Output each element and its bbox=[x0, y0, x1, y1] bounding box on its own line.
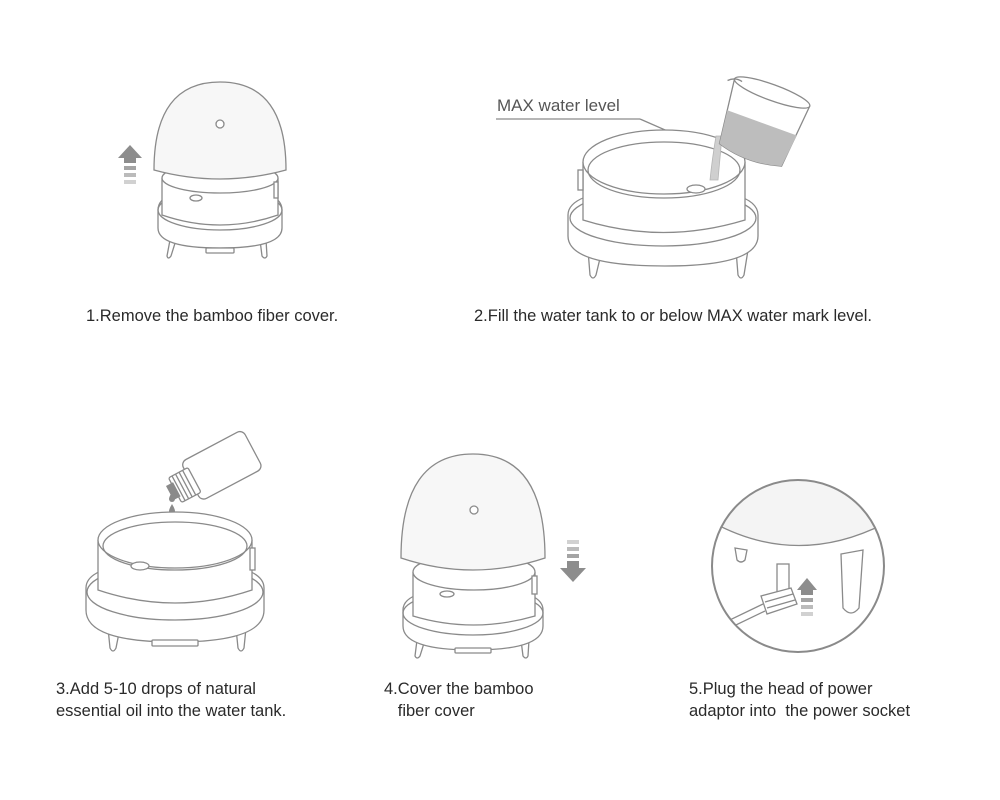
fill-water-tank-illustration bbox=[496, 76, 811, 279]
step-1-caption: 1.Remove the bamboo fiber cover. bbox=[86, 305, 338, 327]
caption-line: fiber cover bbox=[384, 702, 475, 720]
arrow-up-icon bbox=[118, 145, 142, 184]
caption-line: 1.Remove the bamboo fiber cover. bbox=[86, 307, 339, 325]
add-essential-oil-illustration bbox=[85, 430, 265, 652]
caption-line: essential oil into the water tank. bbox=[56, 702, 287, 720]
caption-line: 2.Fill the water tank to or below MAX wa… bbox=[474, 307, 872, 325]
step-5-caption: 5.Plug the head of power adaptor into th… bbox=[689, 678, 910, 722]
max-water-level-label: MAX water level bbox=[497, 96, 620, 115]
plug-power-adaptor-illustration bbox=[711, 479, 885, 653]
caption-line: 5.Plug the head of power bbox=[689, 680, 873, 698]
cover-diffuser-illustration bbox=[400, 453, 586, 659]
arrow-down-icon bbox=[560, 540, 586, 582]
caption-line: 3.Add 5-10 drops of natural bbox=[56, 680, 256, 698]
step-4-caption: 4.Cover the bamboo fiber cover bbox=[384, 678, 534, 722]
arrow-up-icon bbox=[797, 578, 817, 616]
caption-line: adaptor into the power socket bbox=[689, 702, 911, 720]
step-2-caption: 2.Fill the water tank to or below MAX wa… bbox=[474, 305, 872, 327]
caption-line: 4.Cover the bamboo bbox=[384, 680, 534, 698]
diffuser-cover-removal-illustration bbox=[118, 81, 287, 259]
step-3-caption: 3.Add 5-10 drops of natural essential oi… bbox=[56, 678, 286, 722]
